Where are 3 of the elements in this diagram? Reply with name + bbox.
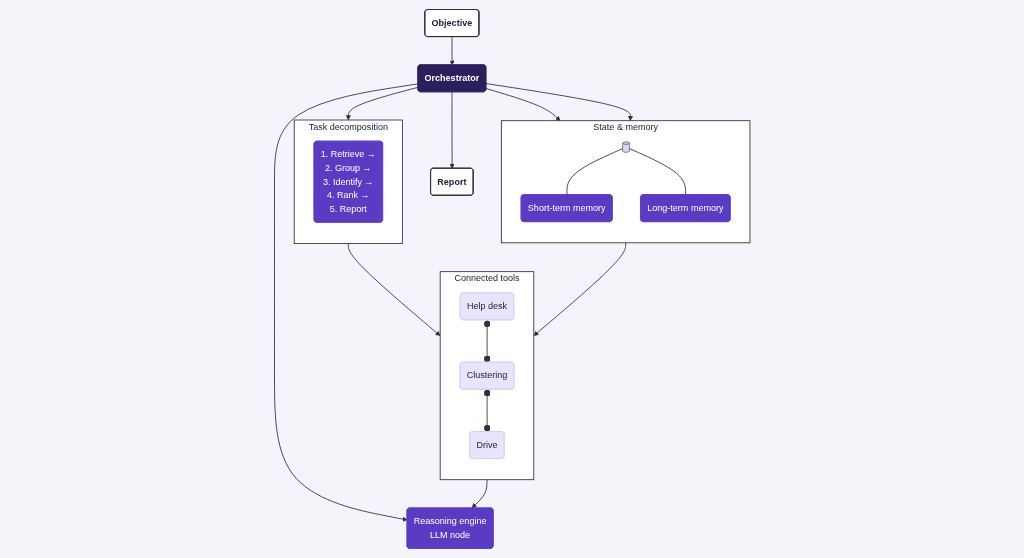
connector xyxy=(628,148,686,196)
node-cylinder xyxy=(622,141,630,153)
connector xyxy=(566,148,623,196)
